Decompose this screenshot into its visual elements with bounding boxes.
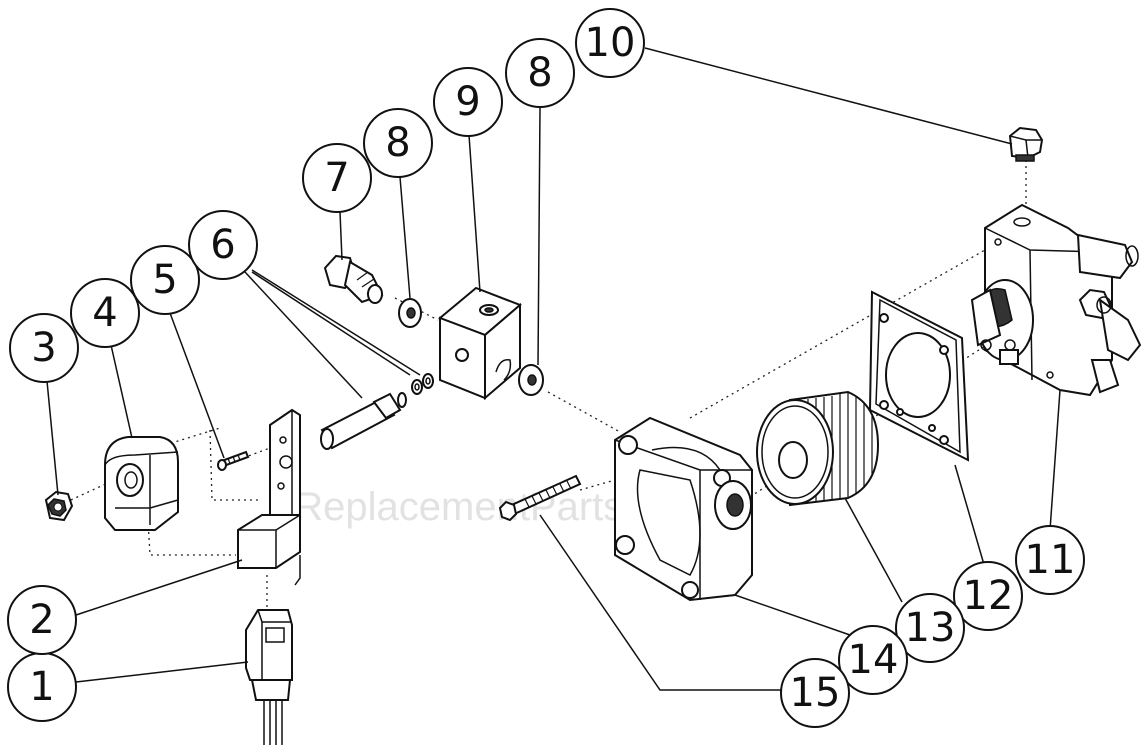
callout-12-label: 12	[963, 573, 1014, 619]
callout-5: 5	[130, 245, 200, 315]
part-bracket	[237, 408, 301, 586]
callout-8b: 8	[505, 38, 575, 108]
callout-5-label: 5	[152, 257, 177, 303]
part-solenoid-coil	[104, 436, 179, 531]
callout-2-label: 2	[29, 597, 54, 643]
callout-15-label: 15	[790, 670, 841, 716]
callout-4: 4	[70, 278, 140, 348]
callout-3-label: 3	[31, 325, 56, 371]
callout-4-label: 4	[92, 290, 117, 336]
callout-13-label: 13	[905, 605, 956, 651]
callout-15: 15	[780, 658, 850, 728]
callout-12: 12	[953, 561, 1023, 631]
callout-1-label: 1	[29, 664, 54, 710]
callout-14-label: 14	[848, 637, 899, 683]
callout-2: 2	[7, 585, 77, 655]
part-connector-plug	[245, 609, 293, 745]
callouts: 1 2 3 4 5 6 7 8	[7, 8, 1085, 728]
callout-10: 10	[575, 8, 645, 78]
part-plug-bolt	[1008, 126, 1044, 162]
part-filter-element	[756, 390, 880, 507]
callout-8b-label: 8	[527, 50, 552, 96]
callout-1: 1	[7, 652, 77, 722]
callout-11-label: 11	[1025, 537, 1076, 583]
part-hex-nut	[44, 490, 74, 522]
part-filter-housing	[614, 416, 753, 602]
callout-9: 9	[433, 67, 503, 137]
callout-8a-label: 8	[385, 120, 410, 166]
callout-7: 7	[302, 143, 372, 213]
callout-7-label: 7	[324, 155, 349, 201]
part-pump-housing	[970, 203, 1142, 397]
part-manifold-block	[438, 286, 522, 401]
part-fitting-bolt	[323, 254, 384, 304]
part-gasket	[868, 290, 970, 462]
part-solenoid-stem	[320, 373, 434, 450]
part-small-screw	[217, 450, 250, 471]
callout-3: 3	[9, 313, 79, 383]
part-long-screw	[498, 474, 582, 522]
callout-9-label: 9	[455, 79, 480, 125]
part-washer-b	[518, 364, 544, 396]
callout-6-label: 6	[210, 222, 235, 268]
callout-6: 6	[188, 210, 258, 280]
callout-11: 11	[1015, 525, 1085, 595]
callout-8a: 8	[363, 108, 433, 178]
callout-10-label: 10	[585, 20, 636, 66]
part-washer-a	[398, 298, 422, 328]
callout-13: 13	[895, 593, 965, 663]
leader-lines	[46, 47, 1061, 691]
callout-14: 14	[838, 625, 908, 695]
